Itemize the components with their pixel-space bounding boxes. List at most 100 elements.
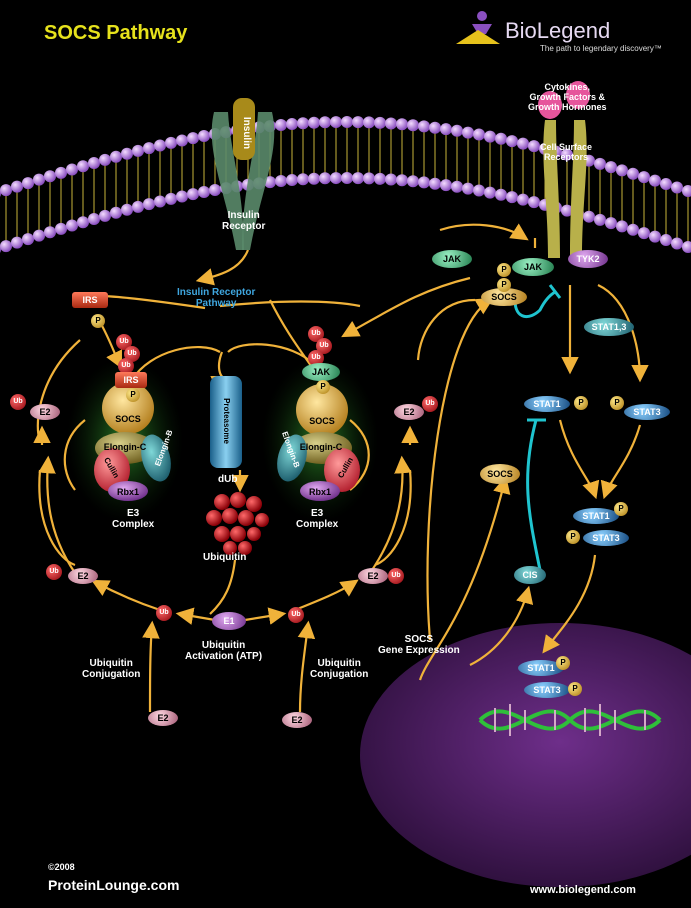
molecule-rbx1-right: Rbx1: [308, 487, 331, 497]
lipid-head: [330, 116, 342, 129]
lipid-head: [594, 157, 606, 170]
lipid-head: [396, 174, 408, 187]
molecule-p-stat3-b: P: [566, 530, 580, 544]
lipid-head: [638, 227, 650, 240]
lipid-head: [396, 118, 408, 131]
lipid-head: [286, 174, 298, 187]
nucleus: [360, 623, 691, 887]
lipid-head: [462, 182, 474, 195]
lipid-head: [33, 173, 45, 186]
lipid-head: [484, 186, 496, 199]
lipid-head: [440, 179, 452, 192]
molecule-stat1-a: STAT1: [524, 396, 570, 412]
proteasome-shape: [210, 376, 242, 468]
lipid-head: [429, 121, 441, 134]
lipid-head: [638, 171, 650, 184]
lipid-head: [671, 181, 683, 194]
lipid-head: [77, 160, 89, 173]
molecule-p-irs: P: [91, 314, 105, 328]
lipid-head: [363, 116, 375, 129]
lipid-head: [88, 156, 100, 169]
molecule-ub-cr: Ub: [288, 607, 304, 623]
lipid-head: [11, 180, 23, 193]
lipid-head: [44, 170, 56, 183]
e3-complex-left-shapes: [94, 382, 171, 501]
inhibition-lines: [513, 284, 562, 571]
lipid-head: [407, 175, 419, 188]
molecule-proteasome: Proteasome: [222, 398, 231, 444]
lipid-head: [154, 139, 166, 152]
molecule-socs-receptor: SOCS: [481, 288, 527, 306]
molecule-ub-r3: Ub: [308, 350, 324, 366]
molecule-ub-br: Ub: [388, 568, 404, 584]
molecule-e2-right: E2: [394, 404, 424, 420]
insulin-receptor-pathway-label: Insulin Receptor Pathway: [177, 287, 256, 309]
molecule-stat3-a: STAT3: [624, 404, 670, 420]
lipid-head: [561, 148, 573, 161]
lipid-head: [319, 172, 331, 185]
molecule-irs-e3: IRS: [115, 372, 147, 388]
lipid-head: [143, 198, 155, 211]
molecule-e1: E1: [212, 612, 246, 630]
cell-surface-receptors-label: Cell Surface Receptors: [540, 142, 593, 162]
lipid-head: [22, 177, 34, 190]
molecule-e2-left: E2: [30, 404, 60, 420]
molecule-stat3-b: STAT3: [583, 530, 629, 546]
molecule-p-stat1-nuc: P: [556, 656, 570, 670]
lipid-head: [198, 185, 210, 198]
lipid-head: [176, 190, 188, 203]
lipid-head: [374, 172, 386, 185]
lipid-head: [341, 116, 353, 129]
ubiquitin-cluster: [206, 492, 269, 555]
molecule-irs-left: IRS: [72, 292, 108, 308]
lipid-head: [495, 188, 507, 201]
lipid-head: [132, 200, 144, 213]
molecule-rbx1-left: Rbx1: [116, 487, 139, 497]
molecule-e2-bl: E2: [68, 568, 98, 584]
lipid-head: [165, 136, 177, 149]
lipid-head: [374, 116, 386, 129]
dna-helix: [478, 704, 662, 736]
lipid-head: [440, 123, 452, 136]
lipid-head: [341, 172, 353, 185]
molecule-ub-3: Ub: [118, 358, 134, 374]
molecule-socs-left: SOCS: [115, 414, 141, 424]
lipid-head: [165, 192, 177, 205]
e3-complex-left-label: E3 Complex: [112, 508, 155, 530]
lipid-head: [297, 173, 309, 186]
lipid-head: [451, 180, 463, 193]
lipid-head: [627, 167, 639, 180]
lipid-head: [55, 222, 67, 235]
molecule-stat1-nuc: STAT1: [518, 660, 564, 676]
molecule-ub-cl: Ub: [156, 605, 172, 621]
lipid-head: [66, 163, 78, 176]
molecule-elongin-c-right: Elongin-C: [299, 442, 343, 452]
lipid-head: [77, 216, 89, 229]
lipid-head: [176, 134, 188, 147]
molecule-ub-bl: Ub: [46, 564, 62, 580]
dub-label: dUb: [218, 474, 238, 485]
cell-membrane: [0, 116, 691, 254]
lipid-head: [297, 117, 309, 130]
lipid-head: [462, 126, 474, 139]
lipid-head: [308, 172, 320, 185]
lipid-head: [473, 128, 485, 141]
lipid-head: [99, 153, 111, 166]
lipid-head: [407, 119, 419, 132]
molecule-socs-free: SOCS: [480, 464, 520, 484]
lipid-head: [605, 161, 617, 174]
e3-complex-right-label: E3 Complex: [296, 508, 339, 530]
ubiquitin-conjugation-right-label: Ubiquitin Conjugation: [310, 658, 369, 680]
lipid-head: [594, 213, 606, 226]
lipid-head: [0, 240, 12, 253]
lipid-head: [99, 209, 111, 222]
lipid-head: [352, 172, 364, 185]
lipid-head: [209, 183, 221, 196]
lipid-head: [561, 204, 573, 217]
ubiquitin-activation-label: Ubiquitin Activation (ATP): [185, 640, 263, 662]
lipid-head: [132, 144, 144, 157]
lipid-head: [616, 220, 628, 233]
lipid-head: [517, 193, 529, 206]
lipid-head: [660, 234, 672, 247]
